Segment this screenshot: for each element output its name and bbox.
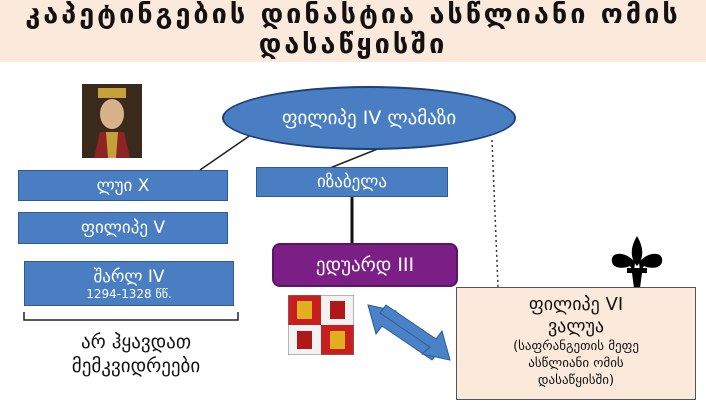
portrait-image (82, 84, 142, 158)
line-philip-to-isabella (329, 147, 381, 169)
heirs-bracket (23, 312, 239, 321)
node-louis-x: ლუი X (18, 170, 228, 201)
no-heirs-line-2: მემკვიდრეები (71, 355, 201, 377)
node-philip-vi-note-1: (საფრანგეთის მეფე (513, 339, 639, 354)
double-arrow-icon (367, 304, 451, 361)
node-philip-v: ფილიპე V (18, 212, 228, 244)
node-charles-iv-years: 1294-1328 წწ. (86, 286, 172, 301)
node-philip-vi: ფილიპე VI ვალუა (საფრანგეთის მეფე ასწლია… (456, 287, 696, 400)
node-isabella-label: იზაბელა (316, 172, 388, 192)
dotted-line-to-valois (491, 139, 499, 288)
node-charles-iv: შარლ IV 1294-1328 წწ. (24, 261, 234, 306)
royal-coat-of-arms-icon (288, 295, 354, 355)
node-philip-vi-note-2: ასწლიანი ომის (528, 356, 624, 371)
node-louis-x-label: ლუი X (96, 175, 150, 196)
title-band: კაპეტინგების დინასტია ასწლიანი ომის დასა… (0, 0, 706, 62)
node-edward-iii: ედუარდ III (272, 243, 458, 287)
node-philip-vi-name-1: ფილიპე VI (528, 294, 624, 315)
node-philip-iv: ფილიპე IV ლამაზი (222, 86, 516, 150)
node-philip-vi-name-2: ვალუა (547, 316, 605, 337)
no-heirs-line-1: არ ჰყავდათ (80, 331, 192, 353)
node-philip-vi-note-3: დასაწყისში) (537, 373, 615, 388)
no-heirs-text: არ ჰყავდათ მემკვიდრეები (16, 330, 256, 378)
line-philip-to-louis (199, 129, 259, 171)
node-charles-iv-label: შარლ IV (93, 266, 165, 287)
title-line-2: დასაწყისში (258, 29, 448, 60)
node-philip-v-label: ფილიპე V (80, 218, 166, 238)
node-isabella: იზაბელა (256, 167, 448, 197)
title-line-1: კაპეტინგების დინასტია ასწლიანი ომის (25, 0, 681, 30)
fleur-de-lis-icon (611, 236, 663, 288)
